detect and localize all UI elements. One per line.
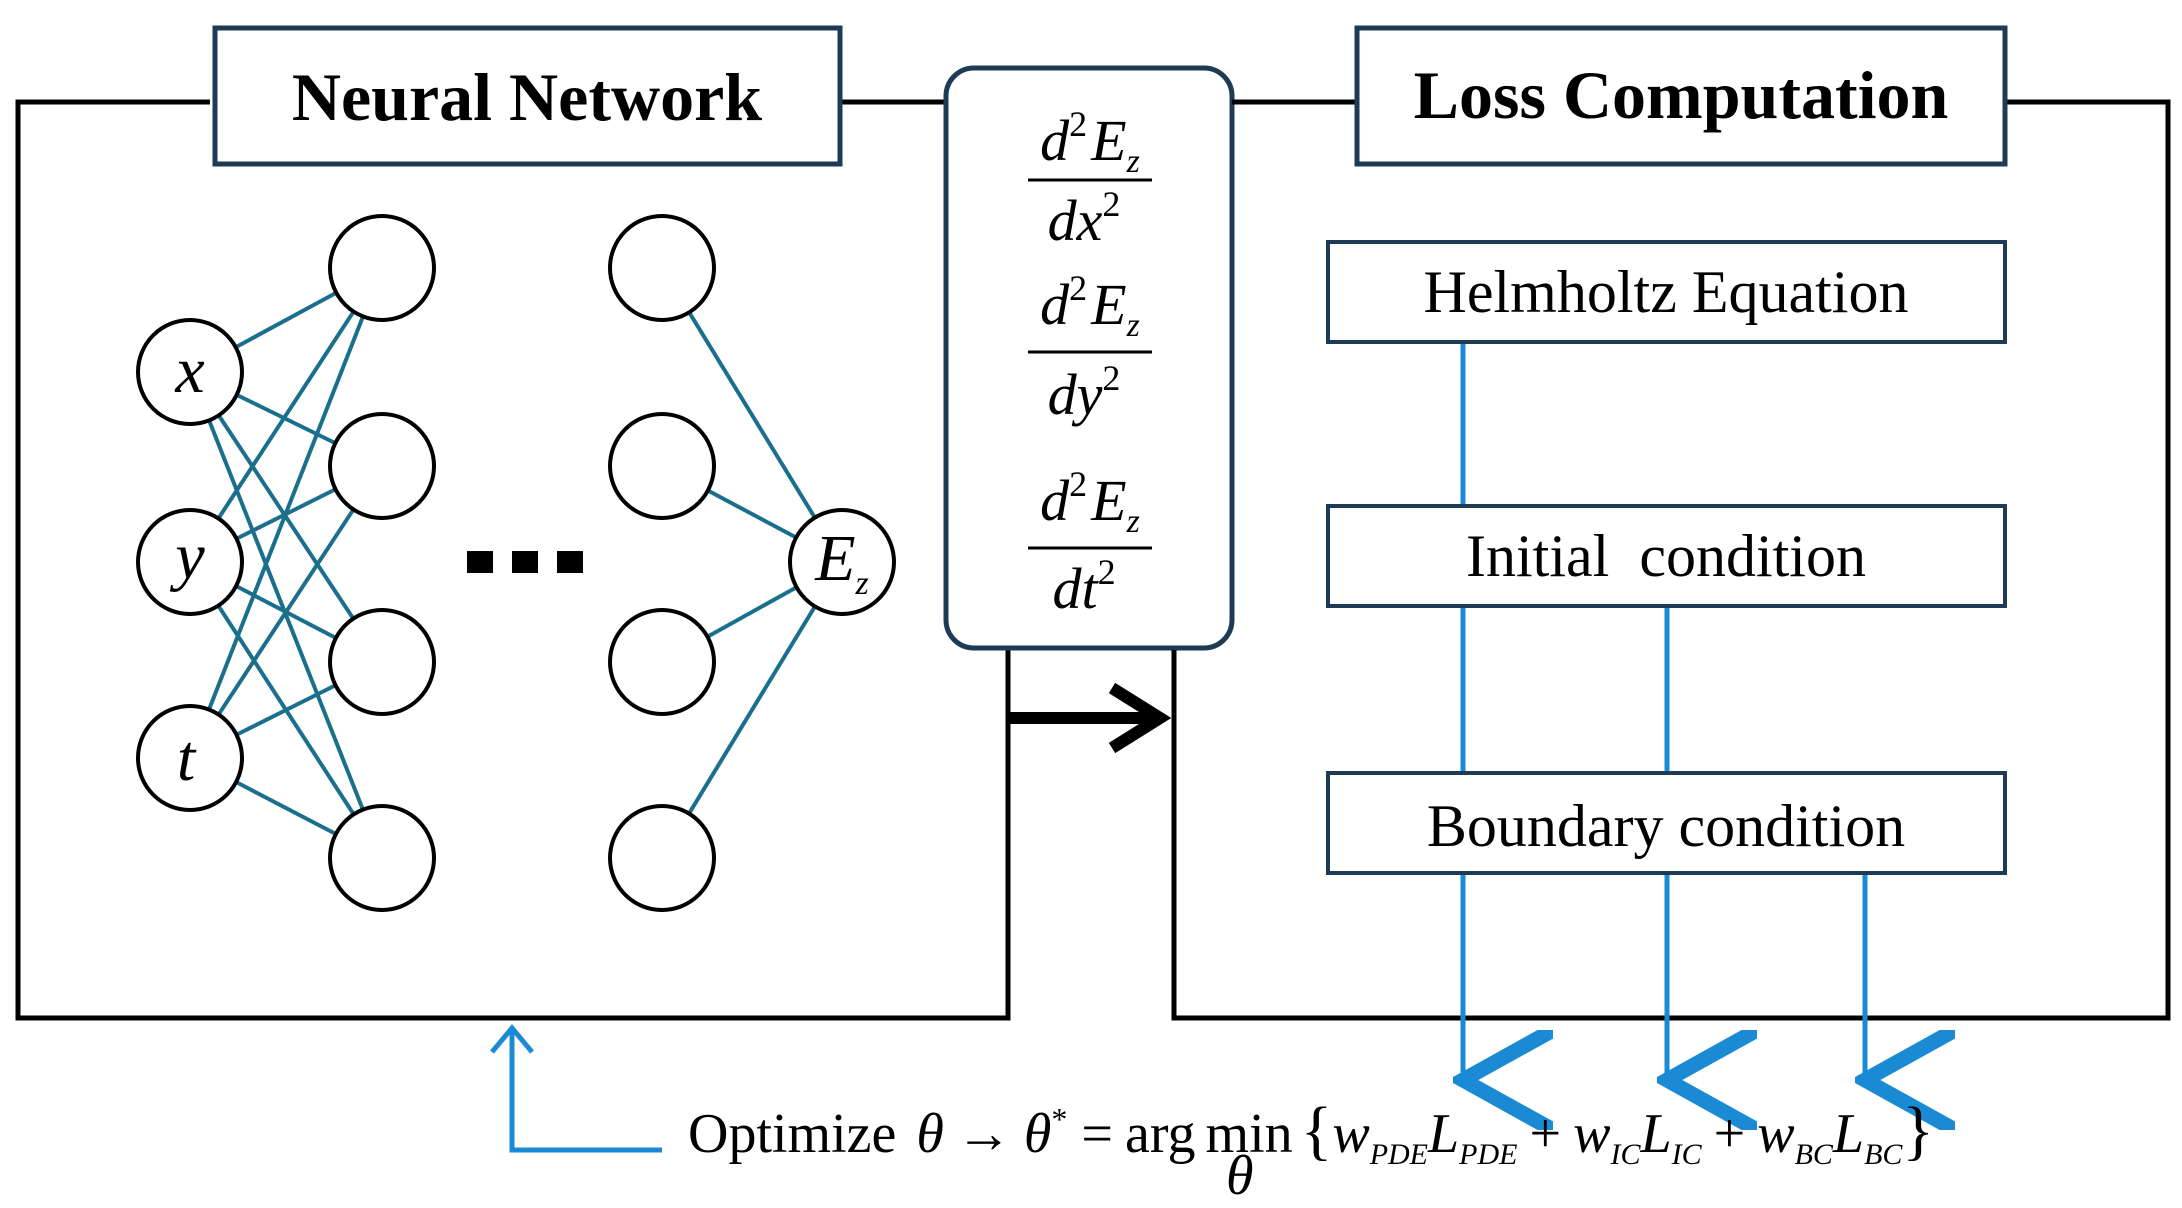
helmholtz-frame <box>1326 240 2007 344</box>
nn-nodes: x y t Ez <box>136 214 896 912</box>
hiddenN-node <box>608 608 716 716</box>
input-label-t: t <box>177 722 197 795</box>
boundary-condition-box: Boundary condition <box>1326 771 2007 875</box>
loss-connectors <box>1463 342 1865 1080</box>
loss-title-box: Loss Computation <box>1354 25 2008 167</box>
deriv-denominator: dy2 <box>1048 358 1121 427</box>
input-hidden-edge <box>235 393 337 445</box>
nn-title-frame <box>212 25 843 167</box>
deriv-numerator: d2Ez <box>1040 464 1140 540</box>
nn-connections <box>207 291 817 836</box>
helmholtz-label: Helmholtz Equation <box>1424 259 1909 325</box>
hiddenN-node <box>608 412 716 520</box>
input-node-t: t <box>136 704 244 812</box>
input-node-y: y <box>136 508 244 616</box>
input-node-x: x <box>136 318 244 426</box>
hidden-output-edge <box>706 488 798 540</box>
nn-title: Neural Network <box>292 59 762 135</box>
derivative-d2ez-dt2: d2Ez dt2 <box>1028 464 1152 621</box>
boundary-condition-label: Boundary condition <box>1427 793 1905 859</box>
loss-panel-border <box>1171 99 2171 1021</box>
loss-title: Loss Computation <box>1414 57 1949 133</box>
derivative-d2ez-dy2: d2Ez dy2 <box>1028 268 1152 427</box>
input-label-x: x <box>174 334 204 407</box>
nn-to-loss-arrow <box>1008 682 1172 754</box>
output-label: Ez <box>814 522 869 602</box>
deriv-numerator: d2Ez <box>1040 268 1140 344</box>
hiddenN-node <box>608 804 716 912</box>
input-hidden-edge <box>234 291 338 349</box>
boundary-condition-frame <box>1326 771 2007 875</box>
derivatives-box: d2Ez dx2 d2Ez dy2 d2Ez dt2 <box>943 65 1235 651</box>
input-hidden-edge <box>216 508 356 716</box>
neural-network-panel <box>15 99 1011 1021</box>
derivatives-frame <box>943 65 1235 651</box>
hidden1-node <box>328 412 436 520</box>
helmholtz-box: Helmholtz Equation <box>1326 240 2007 344</box>
initial-condition-label: Initial condition <box>1466 523 1866 589</box>
layer-ellipsis <box>467 551 583 573</box>
nn-title-box: Neural Network <box>212 25 843 167</box>
deriv-denominator: dx2 <box>1048 184 1121 253</box>
input-hidden-edge <box>216 310 356 520</box>
derivative-d2ez-dx2: d2Ez dx2 <box>1028 104 1152 253</box>
min-subscript-theta: θ <box>1226 1145 1254 1207</box>
deriv-denominator: dt2 <box>1052 552 1115 621</box>
initial-condition-box: Initial condition <box>1326 504 2007 608</box>
hiddenN-node <box>608 214 716 322</box>
input-label-y: y <box>169 520 205 593</box>
input-hidden-edge <box>207 315 365 711</box>
hidden1-node <box>328 804 436 912</box>
hidden-output-edge <box>687 311 817 519</box>
hidden1-node <box>328 608 436 716</box>
loss-title-frame <box>1354 25 2008 167</box>
initial-condition-frame <box>1326 504 2007 608</box>
input-hidden-edge <box>235 683 337 737</box>
hidden-output-edge <box>687 605 817 815</box>
feedback-arrow <box>490 1024 662 1153</box>
hidden1-node <box>328 214 436 322</box>
output-node-ez: Ez <box>788 508 896 616</box>
input-hidden-edge <box>235 780 337 836</box>
hidden-output-edge <box>706 585 798 639</box>
deriv-numerator: d2Ez <box>1040 104 1140 180</box>
loss-panel <box>1171 99 2171 1021</box>
nn-panel-border <box>15 99 1011 1021</box>
